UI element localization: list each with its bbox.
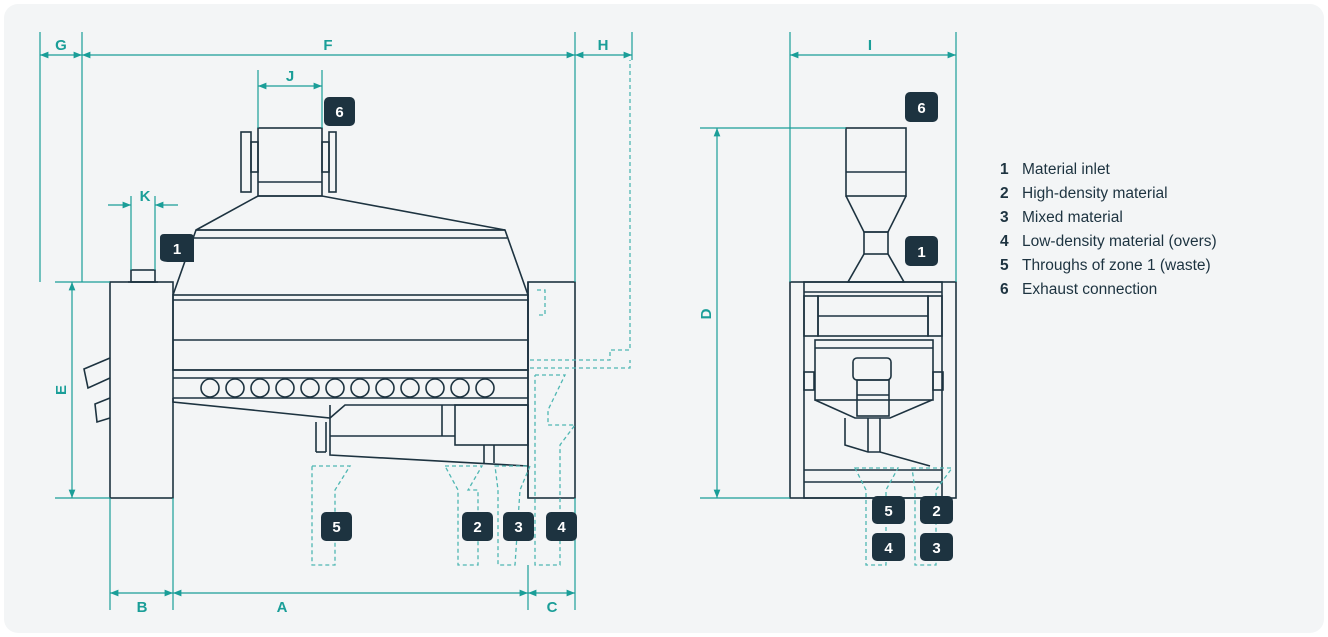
badge-4-side: 4 (546, 512, 577, 541)
badge-6-side: 6 (324, 97, 355, 126)
svg-text:1: 1 (173, 241, 181, 258)
front-view (789, 127, 957, 499)
legend-item-low-density: 4 Low-density material (overs) (1000, 230, 1217, 254)
badge-6-front: 6 (905, 92, 938, 122)
dim-label-d: D (698, 308, 715, 319)
legend-item-mixed: 3 Mixed material (1000, 206, 1217, 230)
legend-label: Mixed material (1022, 209, 1123, 226)
legend-label: Low-density material (overs) (1022, 233, 1217, 250)
legend: 1 Material inlet 2 High-density material 3… (1000, 158, 1217, 302)
dimension-lines (39, 32, 957, 610)
badge-5-side: 5 (321, 512, 352, 541)
diagram-card (4, 4, 1324, 633)
dim-label-g: G (55, 37, 67, 54)
legend-num: 1 (1000, 161, 1009, 178)
badge-2-front: 2 (920, 496, 953, 524)
dim-label-i: I (868, 37, 872, 54)
side-view-chutes (311, 60, 631, 566)
dim-label-h: H (598, 37, 609, 54)
dim-label-b: B (137, 599, 148, 616)
legend-label: Throughs of zone 1 (waste) (1022, 257, 1211, 274)
badge-1-side: 1 (160, 234, 194, 262)
dim-label-k: K (140, 188, 151, 205)
legend-item-material-inlet: 1 Material inlet (1000, 158, 1217, 182)
dim-label-a: A (277, 599, 288, 616)
svg-text:1: 1 (917, 244, 925, 261)
svg-text:2: 2 (473, 519, 481, 536)
legend-item-exhaust: 6 Exhaust connection (1000, 278, 1217, 302)
legend-item-throughs: 5 Throughs of zone 1 (waste) (1000, 254, 1217, 278)
badge-4-front: 4 (872, 533, 905, 561)
svg-text:3: 3 (932, 540, 940, 557)
svg-text:6: 6 (335, 104, 343, 121)
badge-5-front: 5 (872, 496, 905, 524)
legend-item-high-density: 2 High-density material (1000, 182, 1217, 206)
legend-num: 3 (1000, 209, 1009, 226)
badge-3-side: 3 (503, 512, 534, 541)
dim-label-j: J (286, 68, 294, 85)
svg-text:4: 4 (557, 519, 566, 536)
dim-label-e: E (53, 385, 70, 395)
legend-num: 2 (1000, 185, 1009, 202)
svg-text:4: 4 (884, 540, 893, 557)
legend-num: 5 (1000, 257, 1009, 274)
svg-text:2: 2 (932, 503, 940, 520)
front-view-chutes (853, 467, 954, 566)
svg-text:5: 5 (884, 503, 892, 520)
badge-3-front: 3 (920, 533, 953, 561)
legend-num: 6 (1000, 281, 1009, 298)
dim-label-f: F (323, 37, 332, 54)
badge-1-front: 1 (905, 236, 938, 266)
side-view (83, 127, 576, 499)
legend-label: Material inlet (1022, 161, 1110, 178)
legend-label: High-density material (1022, 185, 1168, 202)
dim-label-c: C (547, 599, 558, 616)
svg-text:3: 3 (514, 519, 522, 536)
legend-num: 4 (1000, 233, 1009, 250)
legend-label: Exhaust connection (1022, 281, 1158, 298)
svg-text:5: 5 (332, 519, 340, 536)
badge-2-side: 2 (462, 512, 493, 541)
svg-text:6: 6 (917, 100, 925, 117)
